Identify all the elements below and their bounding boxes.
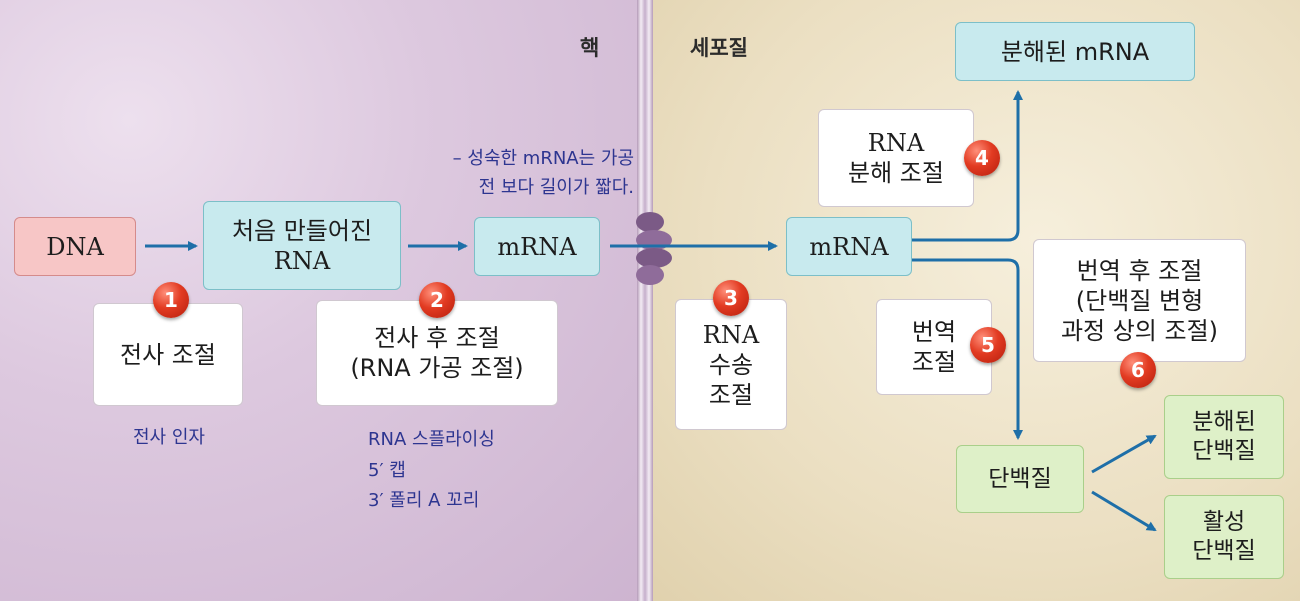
- processing-note: RNA 스플라이싱 5′ 캡 3′ 폴리 A 꼬리: [368, 425, 495, 517]
- degraded-protein-line-1: 분해된: [1192, 409, 1256, 436]
- step-1-badge: 1: [153, 282, 189, 318]
- active-protein-line-2: 단백질: [1192, 538, 1256, 564]
- step-5-badge: 5: [970, 327, 1006, 363]
- step-3-text-2: 수송: [708, 350, 754, 379]
- degraded-protein-line-2: 단백질: [1192, 438, 1256, 464]
- step-3-badge: 3: [713, 280, 749, 316]
- degraded-mrna-box: 분해된 mRNA: [955, 22, 1195, 81]
- mrna-nucleus-box: mRNA: [474, 217, 600, 276]
- active-protein-line-1: 활성: [1202, 509, 1246, 536]
- degraded-mrna-label: 분해된 mRNA: [1000, 37, 1150, 66]
- protein-box: 단백질: [956, 445, 1084, 513]
- step-2-text-1: 전사 후 조절: [374, 324, 500, 352]
- step-5-text-2: 조절: [911, 348, 957, 376]
- cytoplasm-label: 세포질: [690, 36, 748, 60]
- step-6-text-1: 번역 후 조절: [1076, 256, 1203, 285]
- mature-mrna-note: – 성숙한 mRNA는 가공 전 보다 길이가 짧다.: [402, 145, 634, 203]
- step-1-text: 전사 조절: [120, 340, 216, 369]
- step-6-text-3: 과정 상의 조절): [1060, 316, 1219, 345]
- step-2-badge: 2: [419, 282, 455, 318]
- dna-box: DNA: [14, 217, 136, 276]
- primary-rna-line-1: 처음 만들어진: [231, 216, 373, 245]
- nucleus-label: 핵: [580, 36, 600, 60]
- processing-polya: 3′ 폴리 A 꼬리: [368, 490, 480, 512]
- processing-splicing: RNA 스플라이싱: [368, 429, 495, 450]
- nuclear-pore-icon: [636, 212, 672, 285]
- mature-mrna-note-line-1: – 성숙한 mRNA는 가공: [452, 148, 634, 169]
- step-6-box: 번역 후 조절 (단백질 변형 과정 상의 조절): [1033, 239, 1246, 362]
- step-5-text-1: 번역: [911, 318, 957, 346]
- arrow-mrna-to-degraded: [912, 90, 1023, 242]
- primary-rna-line-2: RNA: [273, 246, 331, 275]
- step-4-box: RNA 분해 조절: [818, 109, 974, 207]
- protein-label: 단백질: [988, 465, 1052, 492]
- nuclear-membrane: [637, 0, 653, 601]
- step-3-text-3: 조절: [708, 380, 754, 409]
- degraded-protein-box: 분해된 단백질: [1164, 395, 1284, 479]
- arrow-mrna-to-protein: [912, 258, 1023, 440]
- active-protein-box: 활성 단백질: [1164, 495, 1284, 579]
- step-6-badge: 6: [1120, 352, 1156, 388]
- mrna-nucleus-label: mRNA: [497, 232, 577, 261]
- mature-mrna-note-line-2: 전 보다 길이가 짧다.: [478, 176, 634, 198]
- step-4-text-2: 분해 조절: [848, 159, 944, 187]
- step-4-text-1: RNA: [867, 129, 925, 157]
- dna-label: DNA: [46, 232, 104, 261]
- step-1-box: 전사 조절: [93, 303, 243, 406]
- step-6-text-2: (단백질 변형: [1075, 286, 1204, 315]
- transcription-factor-note: 전사 인자: [133, 427, 205, 448]
- step-5-box: 번역 조절: [876, 299, 992, 395]
- mrna-cytoplasm-box: mRNA: [786, 217, 912, 276]
- arrow-protein-to-active: [1091, 490, 1157, 532]
- arrow-protein-to-degraded: [1091, 434, 1157, 474]
- mrna-cytoplasm-label: mRNA: [809, 232, 889, 261]
- step-2-text-2: (RNA 가공 조절): [350, 354, 524, 382]
- step-3-box: RNA 수송 조절: [675, 299, 787, 430]
- step-4-badge: 4: [964, 140, 1000, 176]
- processing-cap: 5′ 캡: [368, 459, 406, 481]
- step-3-text-1: RNA: [702, 320, 760, 349]
- primary-rna-box: 처음 만들어진 RNA: [203, 201, 401, 290]
